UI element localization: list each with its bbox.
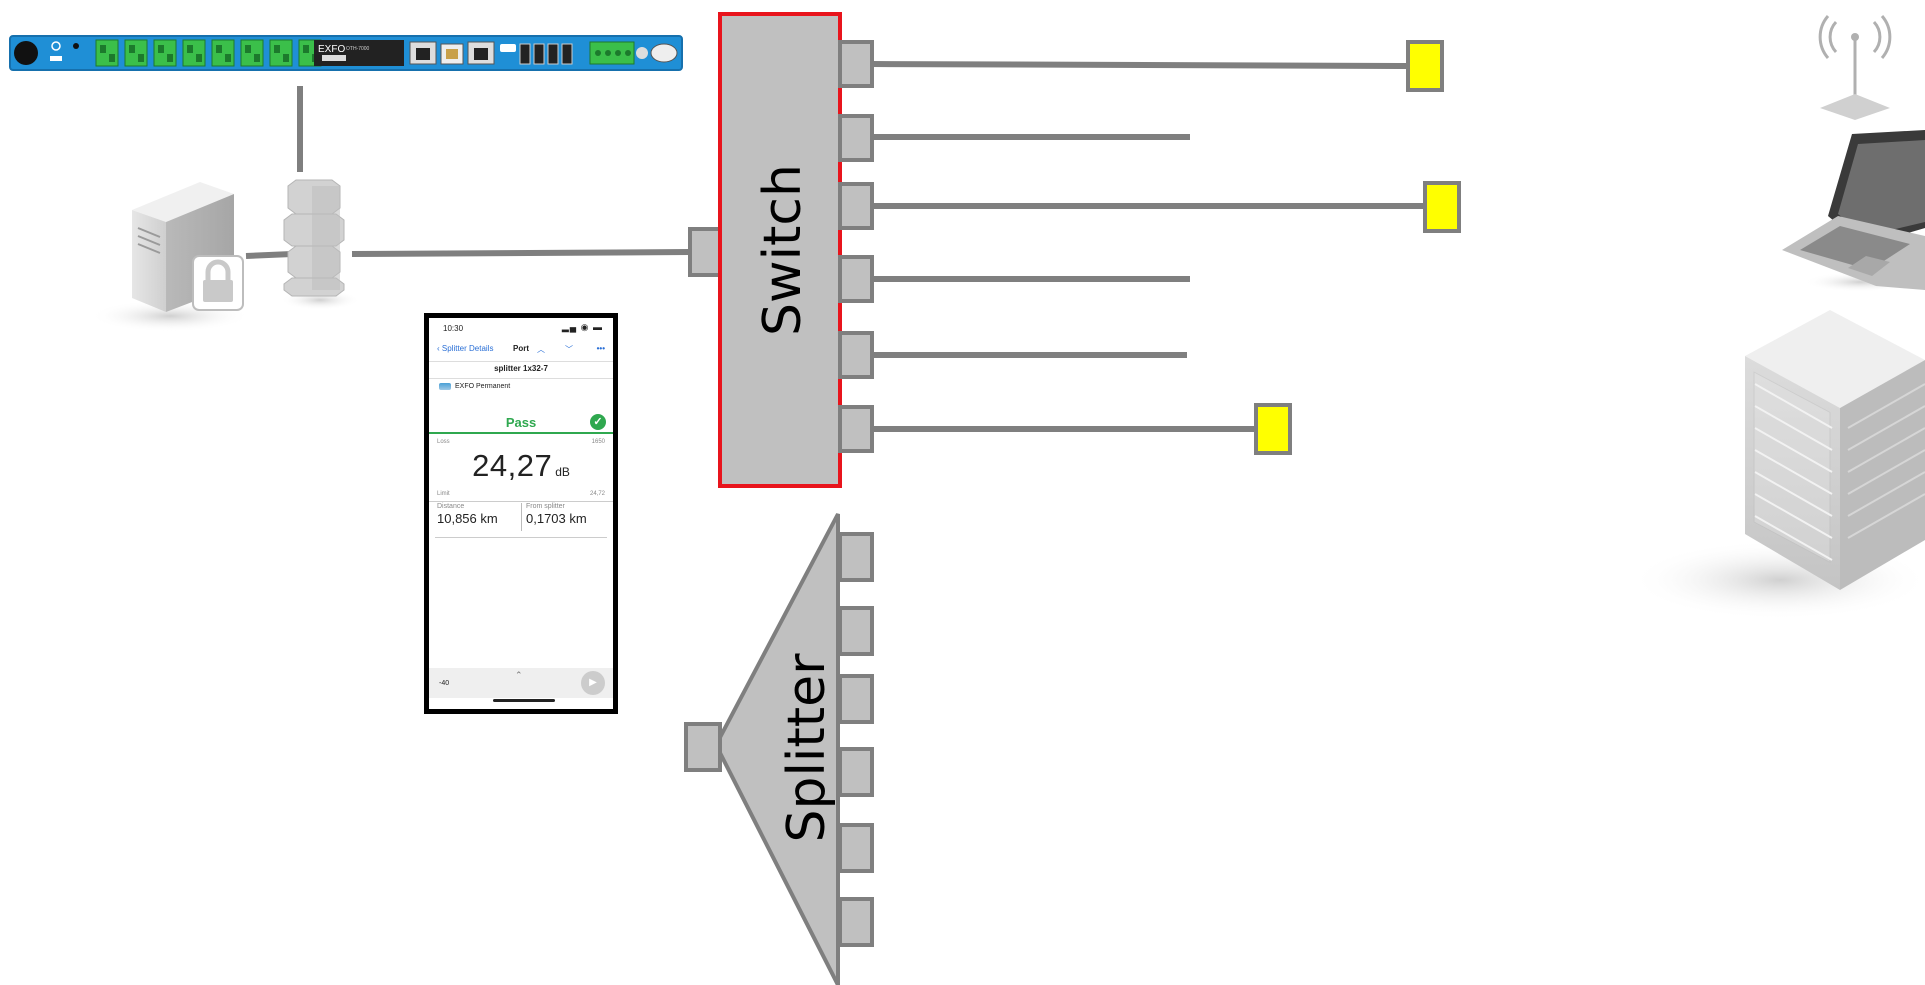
from-splitter-label: From splitter xyxy=(526,503,565,510)
chevron-up-icon[interactable]: ⌃ xyxy=(515,670,523,680)
splitter-body xyxy=(713,513,840,985)
connection-lines xyxy=(245,61,1425,432)
distance-label: Distance xyxy=(437,503,465,510)
switch-port xyxy=(838,331,874,379)
distance-cell: Distance 10,856 km xyxy=(437,503,517,531)
switch-port xyxy=(838,405,874,453)
switch-label: Switch xyxy=(753,164,813,336)
status-pass: Pass xyxy=(505,415,537,430)
signal-battery-icon: ▂▄ ◉ ▬ xyxy=(561,322,603,332)
terminal xyxy=(1423,181,1461,233)
status-time: 10:30 xyxy=(443,324,464,333)
rack-model: OTH-7000 xyxy=(346,46,370,52)
splitter: Splitter xyxy=(684,513,874,985)
meter-name: EXFO Permanent xyxy=(455,383,511,390)
limit-value: 24,72 xyxy=(589,491,605,497)
rack-unit-icon: EXFO OTH-7000 xyxy=(9,35,683,71)
bottom-value: -40 xyxy=(439,680,450,687)
firewall-icon xyxy=(280,179,360,310)
switch: Switch xyxy=(688,12,874,488)
status-row: Pass ✓ xyxy=(429,414,613,434)
chevron-down-icon[interactable]: ﹀ xyxy=(565,345,573,354)
play-button[interactable]: ▶ xyxy=(581,671,605,695)
splitter-port xyxy=(838,823,874,873)
distance-row: Distance 10,856 km From splitter 0,1703 … xyxy=(429,503,613,533)
splitter-port xyxy=(838,674,874,724)
loss-header: Loss 1650 xyxy=(429,439,613,449)
bottom-bar: -40 ⌃ ▶ xyxy=(429,668,613,698)
divider xyxy=(435,537,607,538)
splitter-port xyxy=(838,606,874,656)
meter-logo-icon xyxy=(439,383,451,390)
home-indicator xyxy=(493,699,555,702)
switch-port xyxy=(838,182,874,230)
server-lock-icon xyxy=(90,182,250,332)
check-icon: ✓ xyxy=(590,414,606,430)
splitter-port xyxy=(838,747,874,797)
from-splitter-cell: From splitter 0,1703 km xyxy=(521,503,612,531)
more-icon[interactable]: ••• xyxy=(596,344,605,353)
switch-port xyxy=(838,114,874,162)
back-button[interactable]: ‹ Splitter Details xyxy=(437,344,494,353)
status-bar: 10:30 ▂▄ ◉ ▬ xyxy=(429,321,613,335)
splitter-port xyxy=(838,532,874,582)
wavelength: 1650 xyxy=(591,439,605,445)
terminal xyxy=(1254,403,1292,455)
limit-row: Limit 24,72 xyxy=(429,491,613,502)
meter-row: EXFO Permanent xyxy=(429,382,613,396)
smartphone-icon: 10:30 ▂▄ ◉ ▬ ‹ Splitter Details Port ︿ ﹀… xyxy=(424,313,618,714)
from-splitter-value: 0,1703 km xyxy=(526,511,587,526)
splitter-input-port xyxy=(684,722,722,772)
loss-value: 24,27 xyxy=(472,448,553,483)
terminal xyxy=(1406,40,1444,92)
nav-bar: ‹ Splitter Details Port ︿ ﹀ ••• xyxy=(429,344,613,358)
switch-port xyxy=(838,255,874,303)
limit-label: Limit xyxy=(437,491,450,497)
loss-label: Loss xyxy=(437,439,450,445)
laptop-icon xyxy=(1782,130,1925,292)
switch-body xyxy=(718,12,842,488)
nav-port-label: Port xyxy=(513,344,529,353)
splitter-port xyxy=(838,897,874,947)
loss-unit: dB xyxy=(555,465,570,479)
screen-title: splitter 1x32-7 xyxy=(429,361,613,379)
distance-value: 10,856 km xyxy=(437,511,498,526)
switch-port xyxy=(838,40,874,88)
wifi-antenna-icon xyxy=(1818,15,1892,120)
back-label: Splitter Details xyxy=(441,344,494,353)
building-icon xyxy=(1630,310,1925,620)
chevron-up-icon[interactable]: ︿ xyxy=(537,345,545,354)
splitter-label: Splitter xyxy=(777,653,837,843)
rack-brand: EXFO xyxy=(318,44,345,55)
